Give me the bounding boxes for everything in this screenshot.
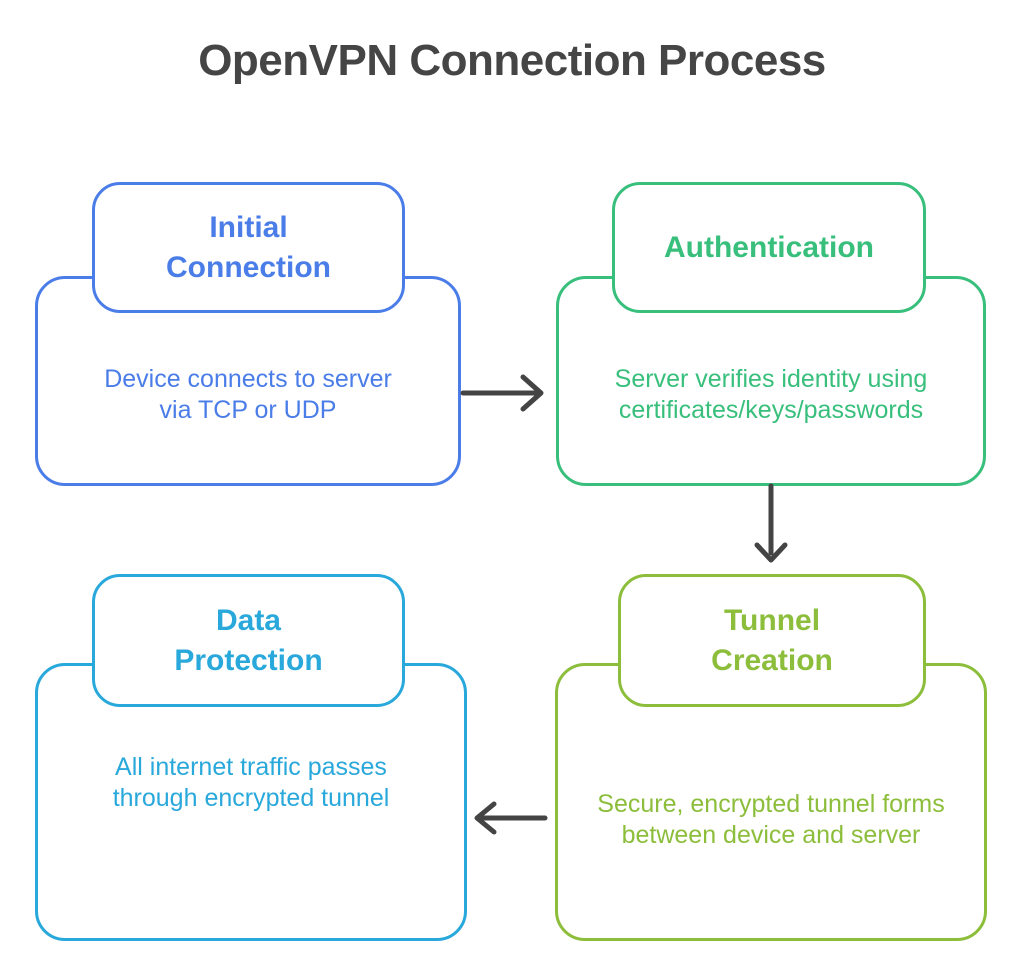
page-title: OpenVPN Connection Process (198, 36, 826, 85)
step-description: Server verifies identity using certifica… (614, 365, 928, 424)
step-description: All internet traffic passes through encr… (112, 753, 390, 812)
arrow-tunnel-to-data-protection (474, 801, 548, 835)
step-description: Device connects to server via TCP or UDP (104, 365, 392, 424)
step-title: Initial Connection (92, 182, 405, 313)
arrow-authentication-to-tunnel (754, 483, 788, 563)
step-description: Secure, encrypted tunnel forms between d… (597, 790, 945, 849)
step-title: Data Protection (92, 574, 405, 707)
arrow-initial-to-authentication (460, 374, 544, 412)
step-title: Authentication (612, 182, 926, 313)
step-title: Tunnel Creation (618, 574, 926, 707)
step-body-box (35, 663, 467, 941)
